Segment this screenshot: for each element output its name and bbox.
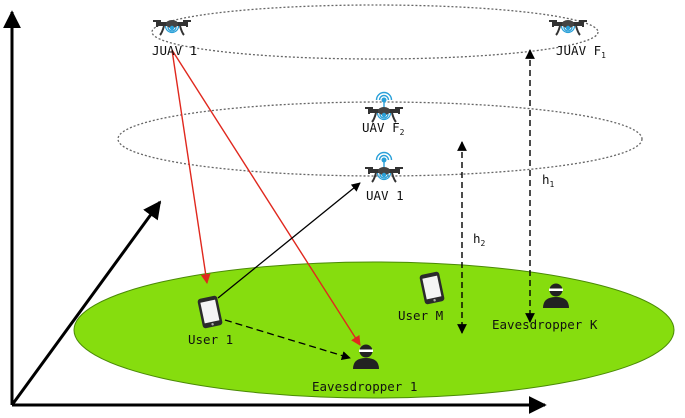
juav-orbit [151, 4, 599, 60]
juav1-label: JUAV 1 [152, 43, 197, 58]
user1-label: User 1 [188, 332, 233, 347]
uplink-user1-uav1 [217, 182, 361, 299]
ground-plane [73, 261, 675, 399]
jamming-link-eavesdropper1 [171, 49, 361, 346]
juav1-drone-icon [152, 19, 192, 36]
jamming-link-user1 [171, 49, 211, 284]
juavf-drone-icon [548, 19, 588, 36]
juavf-label: JUAV F1 [556, 43, 606, 60]
uav1-label: UAV 1 [366, 188, 404, 203]
h1-label: h1 [542, 172, 555, 189]
uav1-drone-icon [364, 151, 404, 183]
uavf-drone-icon [364, 91, 404, 123]
userm-label: User M [398, 308, 443, 323]
h2-label: h2 [473, 231, 486, 248]
uavf-label: UAV F2 [362, 120, 405, 137]
eavesdropper1-label: Eavesdropper 1 [312, 379, 417, 394]
y-axis [10, 200, 162, 406]
eavesdropperk-label: Eavesdropper K [492, 317, 598, 332]
axes [2, 10, 547, 414]
